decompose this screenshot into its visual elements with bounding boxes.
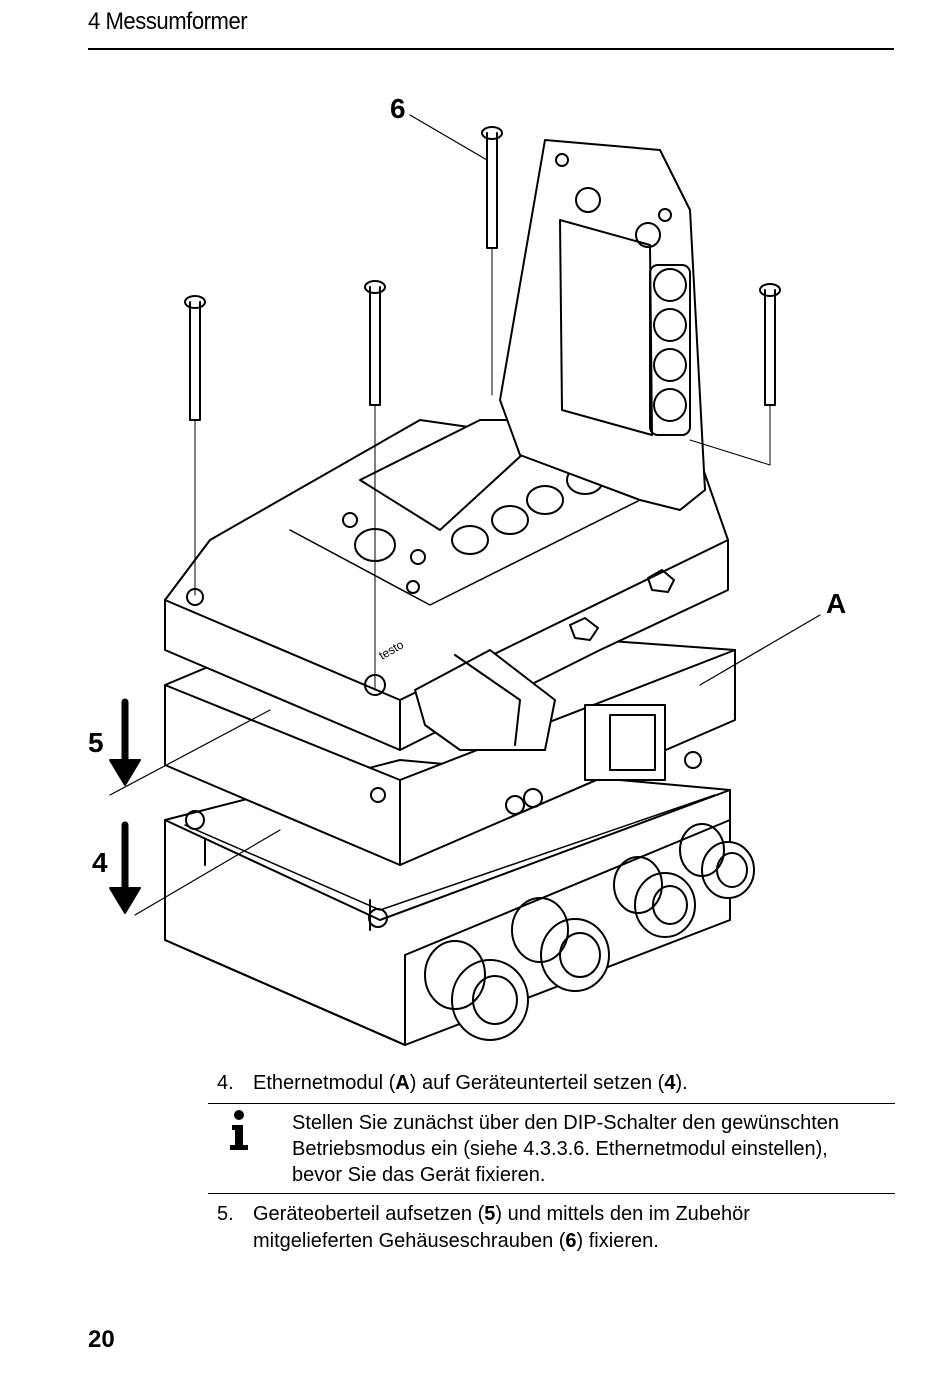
arrow-5 <box>109 698 141 786</box>
cable-gland-2 <box>511 897 610 992</box>
info-icon <box>230 1110 248 1150</box>
callout-5: 5 <box>88 727 104 758</box>
step-number: 4. <box>217 1072 234 1094</box>
arrow-4 <box>109 821 141 914</box>
header-rule <box>88 48 894 50</box>
note-bottom-rule <box>208 1193 895 1194</box>
screw-2 <box>364 280 386 691</box>
note-top-rule <box>208 1103 895 1104</box>
screw-3 <box>481 126 503 396</box>
note-text: Stellen Sie zunächst über den DIP-Schalt… <box>292 1112 840 1186</box>
housing-top <box>164 419 729 751</box>
page-number: 20 <box>88 1326 115 1353</box>
screw-1 <box>184 295 206 596</box>
callout-4: 4 <box>92 847 108 878</box>
housing-lid <box>499 139 706 511</box>
callout-6: 6 <box>390 93 406 124</box>
cable-gland-1 <box>424 940 529 1041</box>
step-number: 5. <box>217 1203 234 1225</box>
step-text: Ethernetmodul (A) auf Geräteunterteil se… <box>253 1072 688 1094</box>
cable-gland-4 <box>679 823 755 899</box>
callout-a: A <box>826 588 846 619</box>
step-text: Geräteoberteil aufsetzen (5) und mittels… <box>253 1203 750 1252</box>
assembly-illustration: 6 A 5 4 testo <box>88 93 846 1046</box>
cable-gland-3 <box>613 856 696 938</box>
section-header: 4 Messumformer <box>88 8 248 35</box>
screw-4 <box>689 283 781 466</box>
housing-bottom <box>164 751 755 1046</box>
